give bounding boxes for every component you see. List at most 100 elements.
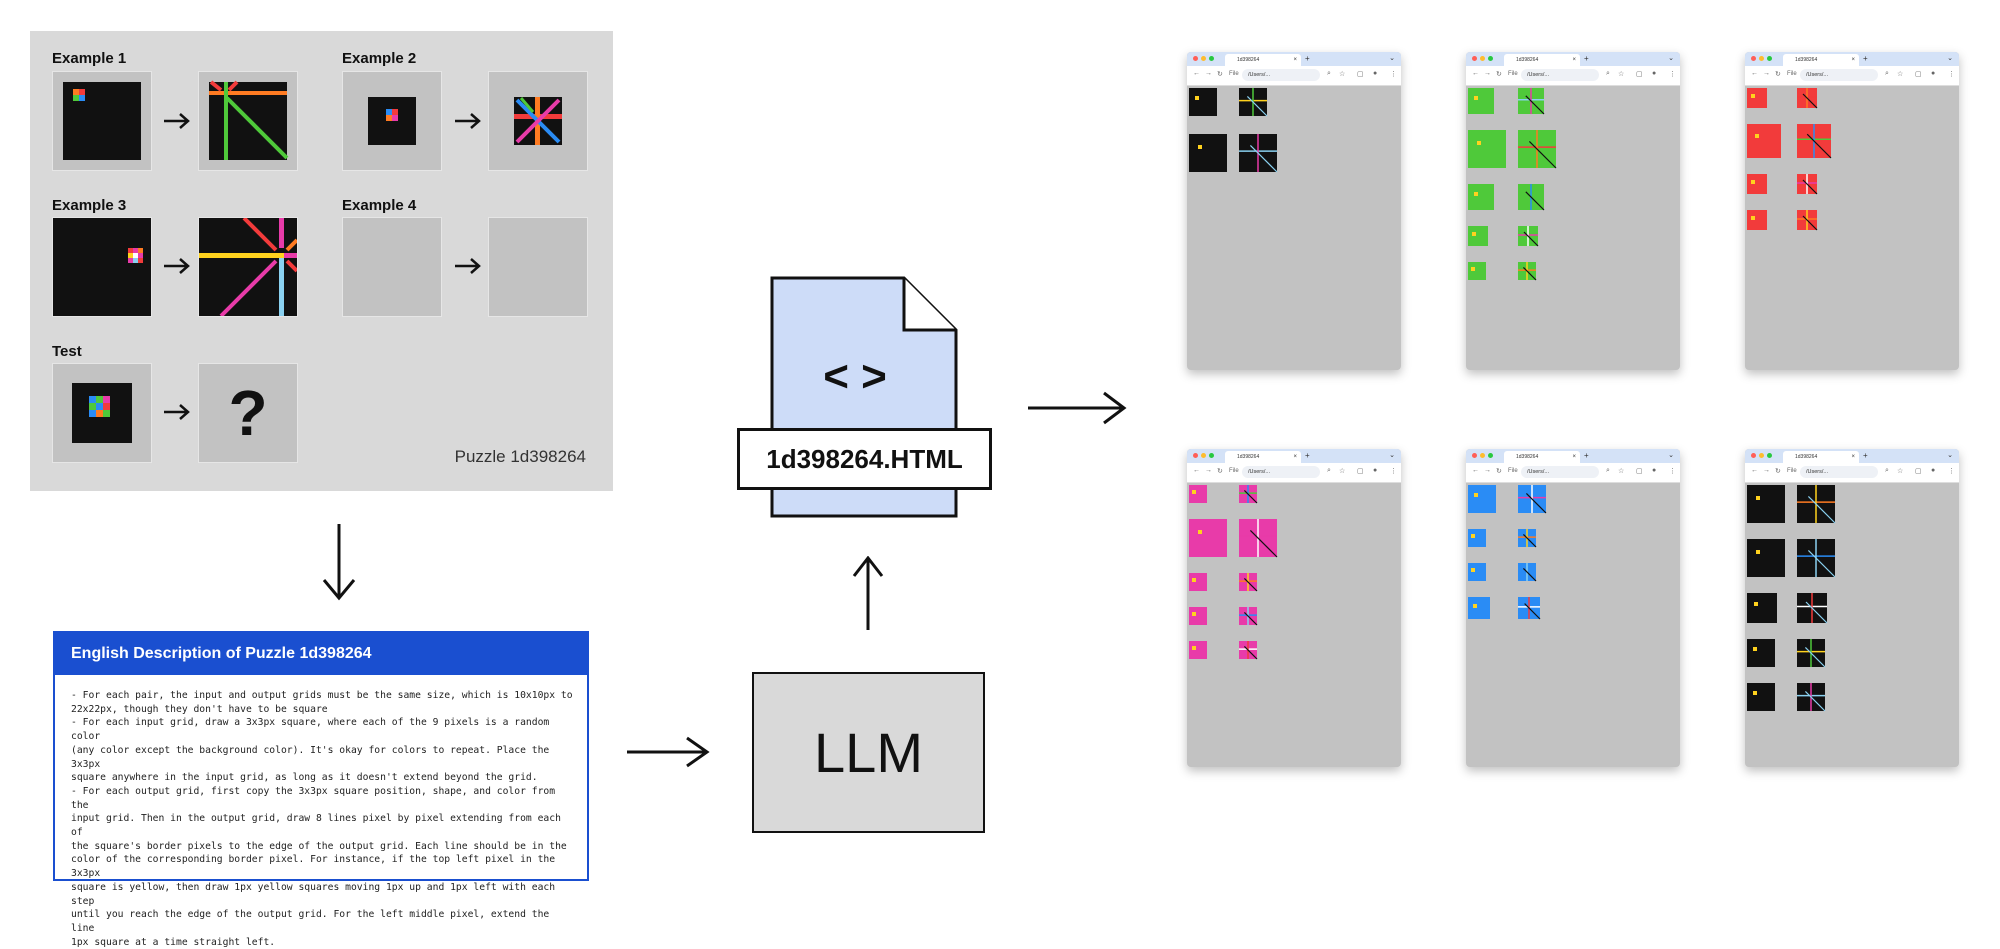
browser-toolbar: ← → ↻ File /Users/... ⌕ ☆ ▢ ● ⋮ bbox=[1745, 463, 1959, 483]
menu-icon[interactable]: ⋮ bbox=[1669, 71, 1676, 78]
reload-icon[interactable]: ↻ bbox=[1217, 71, 1223, 78]
chevron-down-icon[interactable]: ⌄ bbox=[1947, 452, 1953, 459]
maximize-dot-icon[interactable] bbox=[1209, 56, 1214, 61]
close-tab-icon[interactable]: × bbox=[1293, 57, 1297, 63]
menu-icon[interactable]: ⋮ bbox=[1669, 468, 1676, 475]
zoom-icon[interactable]: ⌕ bbox=[1327, 467, 1331, 474]
forward-icon[interactable]: → bbox=[1484, 467, 1491, 474]
maximize-dot-icon[interactable] bbox=[1767, 453, 1772, 458]
star-icon[interactable]: ☆ bbox=[1618, 71, 1625, 78]
close-dot-icon[interactable] bbox=[1472, 453, 1477, 458]
browser-tab[interactable]: 1d398264× bbox=[1225, 451, 1301, 463]
browser-tab[interactable]: 1d398264× bbox=[1783, 54, 1859, 66]
back-icon[interactable]: ← bbox=[1472, 467, 1479, 474]
minimize-dot-icon[interactable] bbox=[1759, 56, 1764, 61]
address-bar[interactable]: /Users/... bbox=[1521, 466, 1599, 478]
close-dot-icon[interactable] bbox=[1193, 56, 1198, 61]
reload-icon[interactable]: ↻ bbox=[1775, 71, 1781, 78]
chevron-down-icon[interactable]: ⌄ bbox=[1389, 55, 1395, 62]
maximize-dot-icon[interactable] bbox=[1488, 56, 1493, 61]
forward-icon[interactable]: → bbox=[1205, 70, 1212, 77]
browser-tab[interactable]: 1d398264× bbox=[1783, 451, 1859, 463]
minimize-dot-icon[interactable] bbox=[1480, 56, 1485, 61]
back-icon[interactable]: ← bbox=[1472, 70, 1479, 77]
menu-icon[interactable]: ⋮ bbox=[1390, 71, 1397, 78]
new-tab-icon[interactable]: + bbox=[1305, 54, 1310, 63]
close-tab-icon[interactable]: × bbox=[1572, 57, 1576, 63]
maximize-dot-icon[interactable] bbox=[1488, 453, 1493, 458]
reload-icon[interactable]: ↻ bbox=[1217, 468, 1223, 475]
close-tab-icon[interactable]: × bbox=[1293, 454, 1297, 460]
browser-tab[interactable]: 1d398264× bbox=[1225, 54, 1301, 66]
back-icon[interactable]: ← bbox=[1193, 467, 1200, 474]
zoom-icon[interactable]: ⌕ bbox=[1327, 70, 1331, 77]
profile-icon[interactable]: ● bbox=[1652, 467, 1657, 474]
zoom-icon[interactable]: ⌕ bbox=[1885, 70, 1889, 77]
close-dot-icon[interactable] bbox=[1751, 56, 1756, 61]
maximize-dot-icon[interactable] bbox=[1767, 56, 1772, 61]
star-icon[interactable]: ☆ bbox=[1339, 468, 1346, 475]
zoom-icon[interactable]: ⌕ bbox=[1885, 467, 1889, 474]
minimize-dot-icon[interactable] bbox=[1759, 453, 1764, 458]
test-label: Test bbox=[52, 343, 82, 360]
close-dot-icon[interactable] bbox=[1751, 453, 1756, 458]
address-bar[interactable]: /Users/... bbox=[1521, 69, 1599, 81]
extensions-icon[interactable]: ▢ bbox=[1357, 71, 1364, 78]
reload-icon[interactable]: ↻ bbox=[1496, 468, 1502, 475]
profile-icon[interactable]: ● bbox=[1373, 70, 1378, 77]
new-tab-icon[interactable]: + bbox=[1584, 451, 1589, 460]
extensions-icon[interactable]: ▢ bbox=[1636, 468, 1643, 475]
back-icon[interactable]: ← bbox=[1751, 70, 1758, 77]
new-tab-icon[interactable]: + bbox=[1863, 54, 1868, 63]
chevron-down-icon[interactable]: ⌄ bbox=[1389, 452, 1395, 459]
zoom-icon[interactable]: ⌕ bbox=[1606, 467, 1610, 474]
profile-icon[interactable]: ● bbox=[1931, 70, 1936, 77]
forward-icon[interactable]: → bbox=[1763, 70, 1770, 77]
star-icon[interactable]: ☆ bbox=[1897, 468, 1904, 475]
close-dot-icon[interactable] bbox=[1193, 453, 1198, 458]
browser-tab[interactable]: 1d398264× bbox=[1504, 54, 1580, 66]
new-tab-icon[interactable]: + bbox=[1584, 54, 1589, 63]
chevron-down-icon[interactable]: ⌄ bbox=[1668, 55, 1674, 62]
extensions-icon[interactable]: ▢ bbox=[1915, 71, 1922, 78]
chevron-down-icon[interactable]: ⌄ bbox=[1947, 55, 1953, 62]
browser-tab[interactable]: 1d398264× bbox=[1504, 451, 1580, 463]
minimize-dot-icon[interactable] bbox=[1201, 453, 1206, 458]
star-icon[interactable]: ☆ bbox=[1897, 71, 1904, 78]
reload-icon[interactable]: ↻ bbox=[1496, 71, 1502, 78]
address-bar[interactable]: /Users/... bbox=[1242, 69, 1320, 81]
back-icon[interactable]: ← bbox=[1751, 467, 1758, 474]
menu-icon[interactable]: ⋮ bbox=[1948, 468, 1955, 475]
star-icon[interactable]: ☆ bbox=[1339, 71, 1346, 78]
new-tab-icon[interactable]: + bbox=[1305, 451, 1310, 460]
minimize-dot-icon[interactable] bbox=[1201, 56, 1206, 61]
star-icon[interactable]: ☆ bbox=[1618, 468, 1625, 475]
extensions-icon[interactable]: ▢ bbox=[1357, 468, 1364, 475]
address-bar[interactable]: /Users/... bbox=[1800, 69, 1878, 81]
menu-icon[interactable]: ⋮ bbox=[1390, 468, 1397, 475]
close-tab-icon[interactable]: × bbox=[1572, 454, 1576, 460]
forward-icon[interactable]: → bbox=[1484, 70, 1491, 77]
profile-icon[interactable]: ● bbox=[1931, 467, 1936, 474]
new-tab-icon[interactable]: + bbox=[1863, 451, 1868, 460]
minimize-dot-icon[interactable] bbox=[1480, 453, 1485, 458]
extensions-icon[interactable]: ▢ bbox=[1636, 71, 1643, 78]
forward-icon[interactable]: → bbox=[1763, 467, 1770, 474]
address-bar[interactable]: /Users/... bbox=[1242, 466, 1320, 478]
close-dot-icon[interactable] bbox=[1472, 56, 1477, 61]
browser-tab-bar: 1d398264× + ⌄ bbox=[1187, 52, 1401, 66]
menu-icon[interactable]: ⋮ bbox=[1948, 71, 1955, 78]
address-bar[interactable]: /Users/... bbox=[1800, 466, 1878, 478]
zoom-icon[interactable]: ⌕ bbox=[1606, 70, 1610, 77]
reload-icon[interactable]: ↻ bbox=[1775, 468, 1781, 475]
extensions-icon[interactable]: ▢ bbox=[1915, 468, 1922, 475]
close-tab-icon[interactable]: × bbox=[1851, 57, 1855, 63]
close-tab-icon[interactable]: × bbox=[1851, 454, 1855, 460]
maximize-dot-icon[interactable] bbox=[1209, 453, 1214, 458]
back-icon[interactable]: ← bbox=[1193, 70, 1200, 77]
profile-icon[interactable]: ● bbox=[1373, 467, 1378, 474]
description-line: square anywhere in the input grid, as lo… bbox=[71, 772, 538, 784]
profile-icon[interactable]: ● bbox=[1652, 70, 1657, 77]
forward-icon[interactable]: → bbox=[1205, 467, 1212, 474]
chevron-down-icon[interactable]: ⌄ bbox=[1668, 452, 1674, 459]
